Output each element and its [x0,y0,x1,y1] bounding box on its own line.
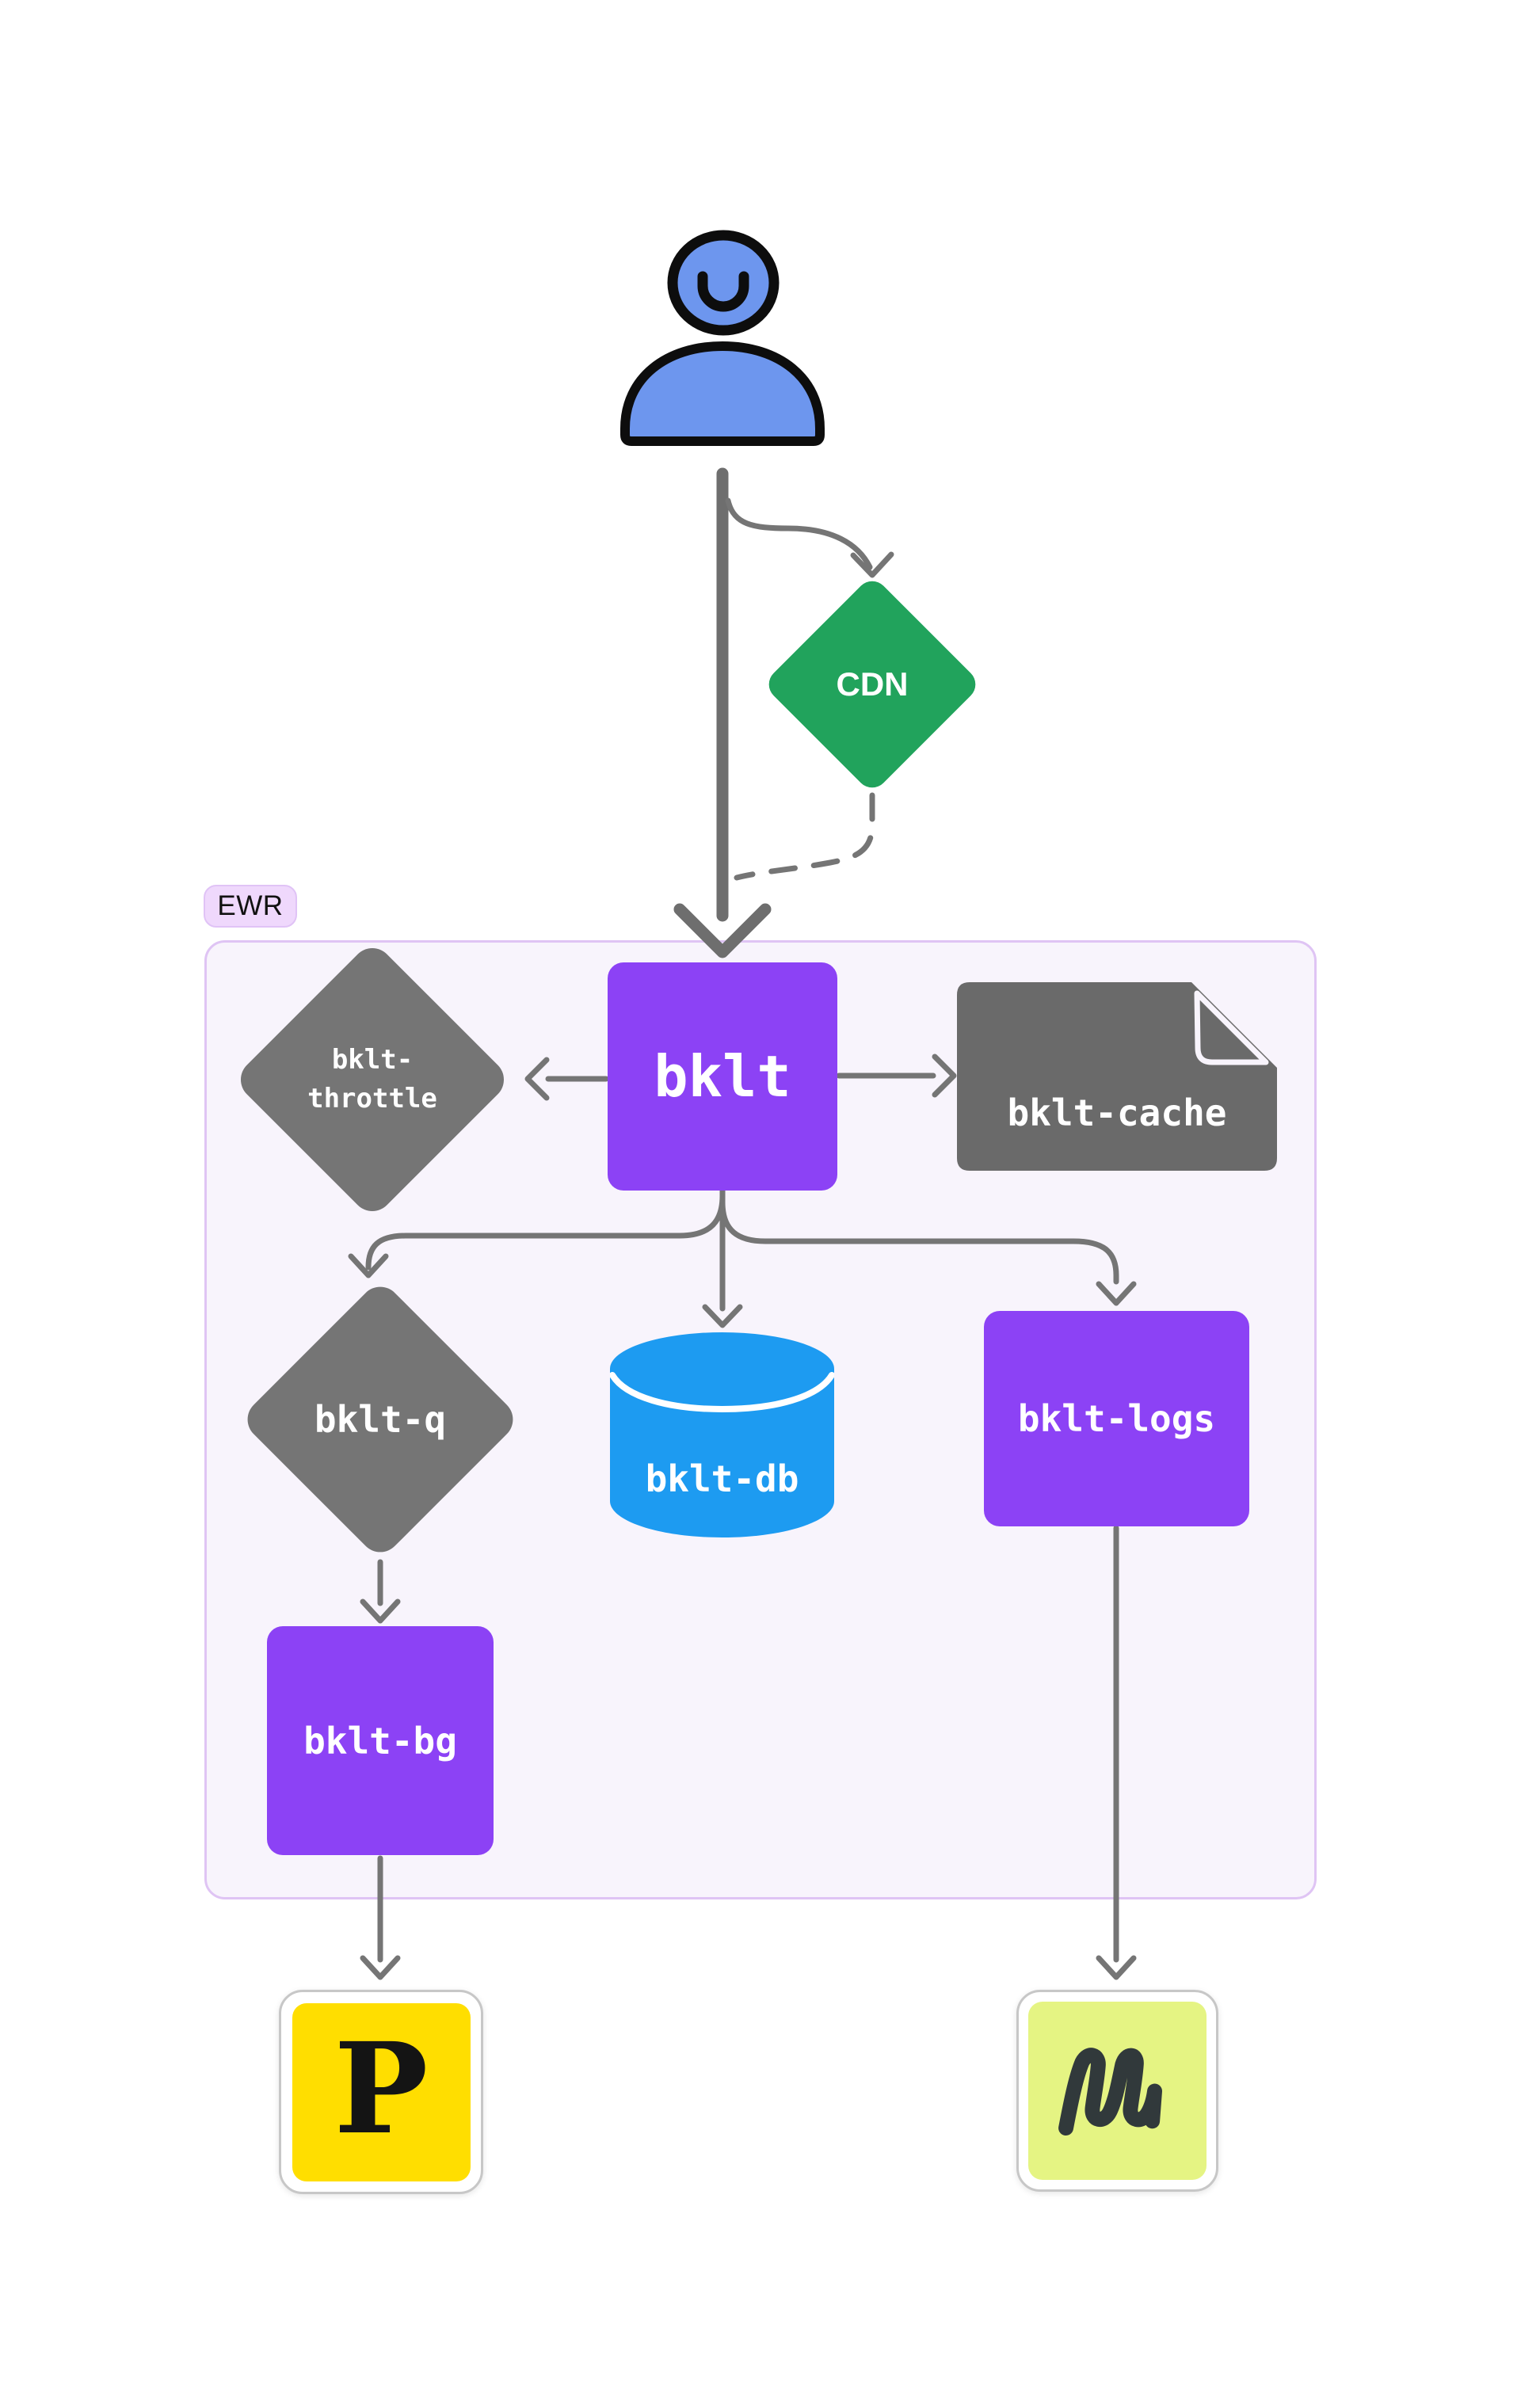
postmark-logo: P [292,2002,471,2181]
node-cdn: CDN [762,574,982,794]
node-bklt-logs-label: bklt-logs [1017,1397,1216,1440]
node-bklt-cache [957,982,1277,1171]
mailgun-m-icon [1058,2047,1162,2136]
node-bklt-throttle: bklt- throttle [232,939,513,1220]
node-bklt-bg: bklt-bg [267,1626,494,1855]
node-bklt: bklt [608,962,837,1191]
user-icon [620,230,825,446]
node-bklt-q-label: bklt-q [314,1398,447,1441]
node-bklt-logs: bklt-logs [984,1311,1249,1526]
node-bklt-throttle-label: bklt- throttle [307,1043,437,1114]
region-ewr-label-pill: EWR [204,885,297,928]
mailgun-logo [1028,2002,1207,2180]
region-ewr-label: EWR [217,890,284,921]
postmark-p-letter: P [334,2016,429,2162]
edge-user-bklt [673,467,772,958]
edge-user-cdn [725,497,894,578]
node-bklt-q: bklt-q [238,1278,522,1561]
node-bklt-label: bklt [654,1043,791,1110]
node-mailgun-card [1016,1990,1218,2192]
node-cdn-label: CDN [836,665,909,703]
node-bklt-bg-label: bklt-bg [303,1719,457,1762]
edge-cdn-bklt-dashed [734,792,875,881]
node-postmark-card: P [279,1990,483,2194]
node-bklt-db [610,1332,834,1537]
